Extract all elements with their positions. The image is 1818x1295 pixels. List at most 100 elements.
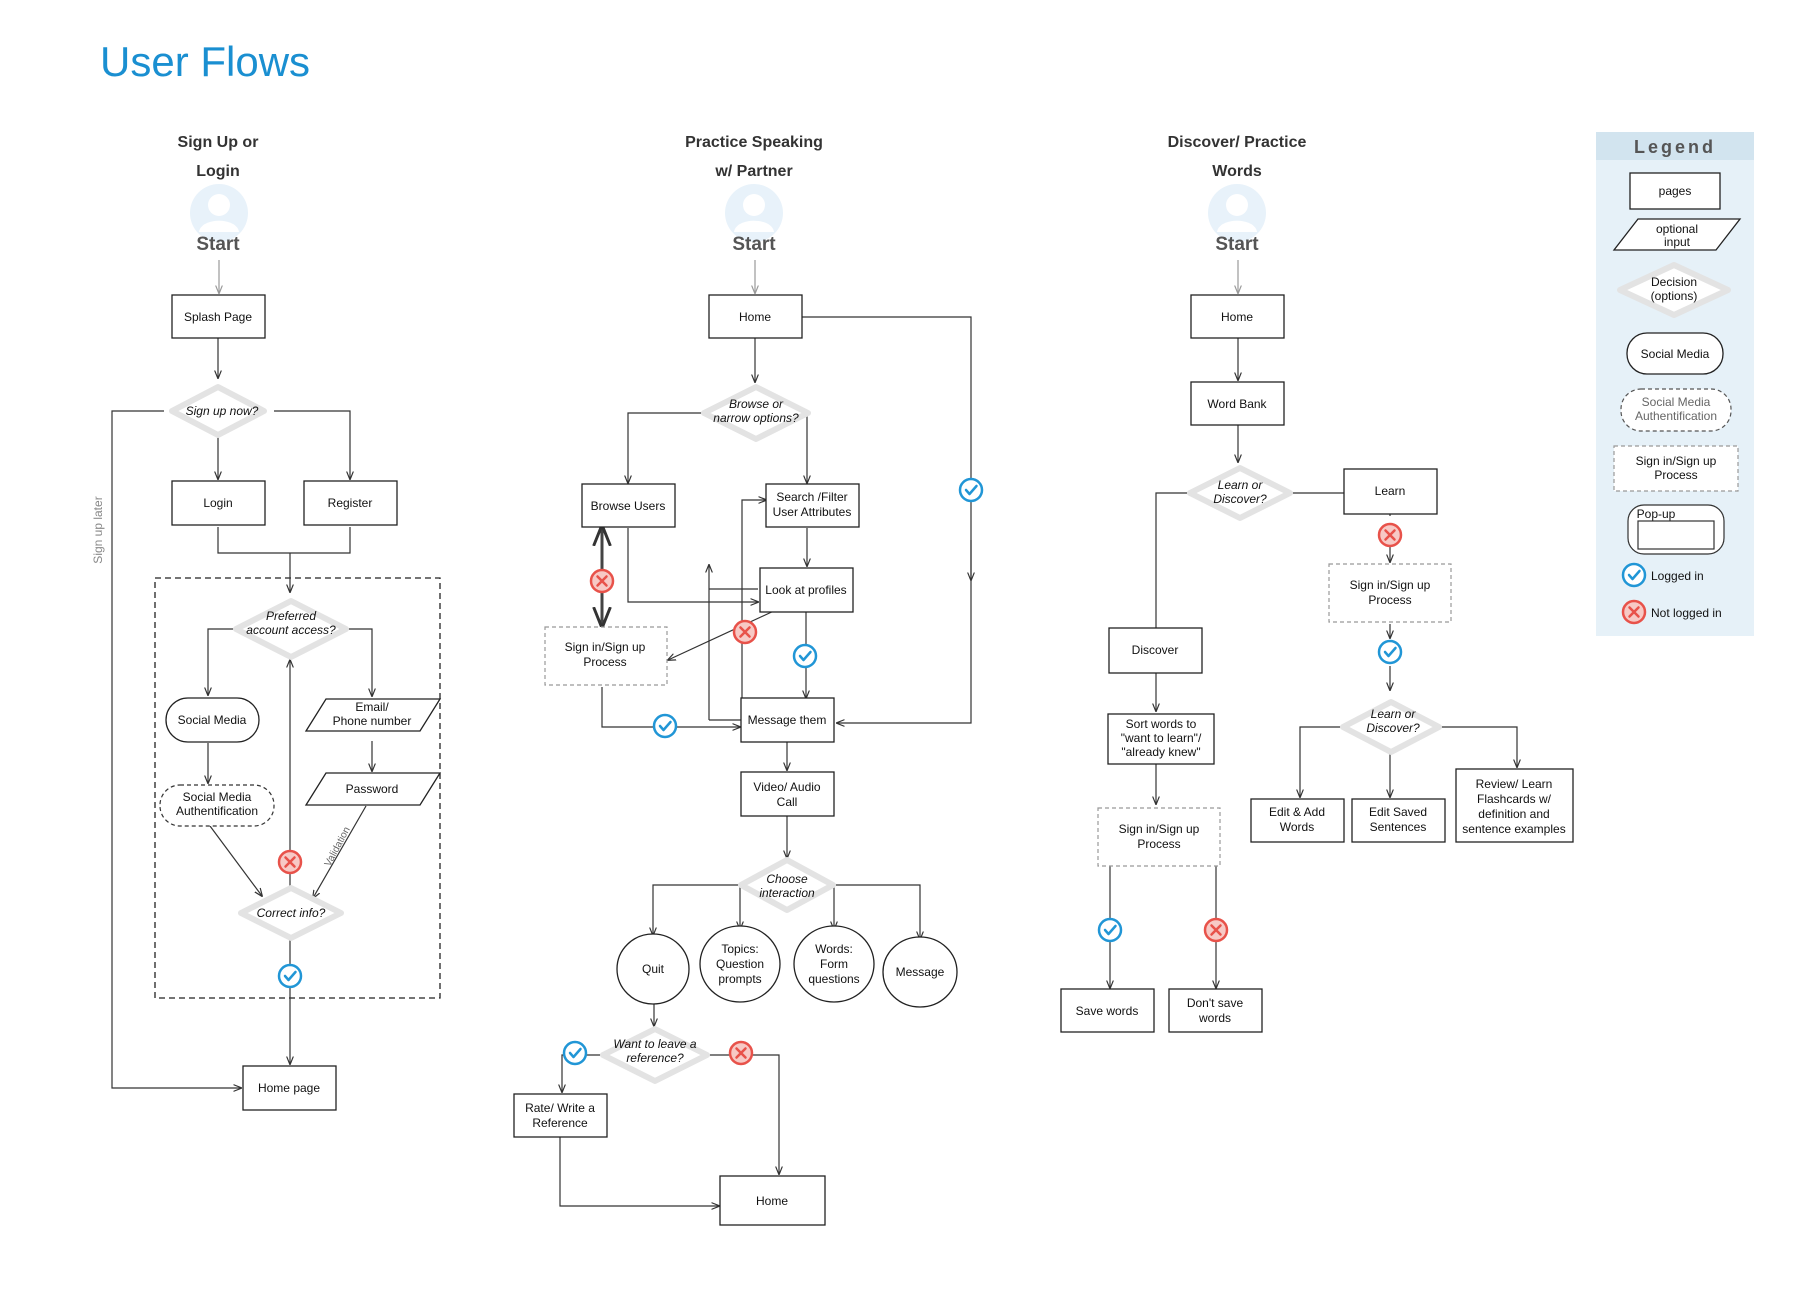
legend-not-logged-in: Not logged in — [1651, 606, 1722, 620]
check-circle-icon — [277, 963, 303, 989]
svg-text:Password: Password — [346, 782, 399, 796]
svg-text:"already knew": "already knew" — [1121, 745, 1200, 759]
x-circle-icon — [732, 619, 758, 645]
word-bank-node: Word Bank — [1190, 381, 1285, 426]
flow1-start-label: Start — [196, 234, 240, 255]
check-circle-icon — [958, 477, 984, 503]
x-circle-icon — [277, 849, 303, 875]
svg-text:Sign up now?: Sign up now? — [186, 404, 259, 418]
learn-or-discover-decision: Learn or Discover? — [1187, 465, 1293, 521]
svg-text:Topics:: Topics: — [721, 942, 758, 956]
svg-text:Decision: Decision — [1651, 275, 1697, 289]
svg-text:Look at profiles: Look at profiles — [765, 583, 846, 597]
svg-text:Social Media: Social Media — [1642, 395, 1711, 409]
svg-text:Splash Page: Splash Page — [184, 310, 252, 324]
check-circle-icon — [1097, 917, 1123, 943]
flow1-heading-line2: Login — [196, 163, 240, 180]
flow3-heading-line2: Words — [1212, 163, 1262, 180]
svg-text:Email/: Email/ — [355, 700, 389, 714]
svg-text:Choose: Choose — [766, 872, 808, 886]
svg-text:Save words: Save words — [1076, 1004, 1139, 1018]
svg-text:(options): (options) — [1651, 289, 1698, 303]
svg-text:Search /Filter: Search /Filter — [776, 490, 847, 504]
svg-text:Word Bank: Word Bank — [1207, 397, 1267, 411]
discover-node: Discover — [1108, 627, 1203, 674]
svg-text:pages: pages — [1659, 184, 1692, 198]
svg-text:words: words — [1198, 1011, 1231, 1025]
message-node: Message — [882, 936, 958, 1008]
flow-practice-speaking: Practice Speaking w/ Partner Start — [513, 134, 984, 1226]
flow2-heading-line1: Practice Speaking — [685, 134, 823, 151]
svg-text:account access?: account access? — [246, 623, 336, 637]
svg-text:Process: Process — [1654, 468, 1697, 482]
review-flashcards-node: Review/ Learn Flashcards w/ definition a… — [1455, 768, 1574, 843]
svg-text:Discover?: Discover? — [1213, 492, 1267, 506]
register-node: Register — [303, 480, 398, 526]
svg-text:Home: Home — [1221, 310, 1253, 324]
svg-text:Social Media: Social Media — [178, 713, 247, 727]
edit-add-words-node: Edit & Add Words — [1250, 798, 1345, 843]
svg-text:Pop-up: Pop-up — [1637, 507, 1676, 521]
browse-users-node: Browse Users — [581, 483, 676, 528]
home-end-node: Home — [719, 1175, 826, 1226]
x-circle-icon — [728, 1040, 754, 1066]
x-circle-icon — [1621, 599, 1647, 625]
svg-text:Discover?: Discover? — [1366, 721, 1420, 735]
save-words-node: Save words — [1060, 988, 1155, 1033]
svg-text:Sign in/Sign up: Sign in/Sign up — [1636, 454, 1717, 468]
look-at-profiles-node: Look at profiles — [759, 567, 854, 613]
svg-text:Process: Process — [1137, 837, 1180, 851]
svg-text:Want to leave a: Want to leave a — [613, 1037, 696, 1051]
svg-text:Home: Home — [756, 1194, 788, 1208]
email-phone-input: Email/ Phone number — [304, 698, 442, 732]
browse-narrow-decision: Browse or narrow options? — [701, 384, 811, 442]
home-page-node: Home page — [242, 1065, 337, 1111]
svg-text:Words:: Words: — [815, 942, 853, 956]
svg-text:Home: Home — [739, 310, 771, 324]
dont-save-words-node: Don't save words — [1168, 988, 1263, 1033]
svg-text:Sentences: Sentences — [1370, 820, 1427, 834]
legend-title: Legend — [1634, 137, 1716, 157]
svg-text:Review/ Learn: Review/ Learn — [1476, 777, 1553, 791]
login-node: Login — [171, 480, 266, 526]
discover-signin-process-node: Sign in/Sign up Process — [1097, 807, 1221, 867]
svg-text:reference?: reference? — [626, 1051, 684, 1065]
x-circle-icon — [1203, 917, 1229, 943]
legend-panel: Legend pages optional input Decision (op… — [1596, 132, 1754, 636]
svg-text:questions: questions — [808, 972, 859, 986]
sm-auth-node: Social Media Authentification — [159, 784, 275, 827]
svg-text:Process: Process — [1368, 593, 1411, 607]
svg-text:Rate/ Write a: Rate/ Write a — [525, 1101, 595, 1115]
svg-text:Process: Process — [583, 655, 626, 669]
legend-social-media: Social Media — [1626, 332, 1724, 375]
svg-text:Authentification: Authentification — [1635, 409, 1717, 423]
learn-signin-process-node: Sign in/Sign up Process — [1328, 563, 1452, 623]
words-node: Words: Form questions — [793, 925, 875, 1003]
svg-text:Words: Words — [1280, 820, 1314, 834]
svg-text:Learn: Learn — [1375, 484, 1406, 498]
svg-text:"want to learn"/: "want to learn"/ — [1121, 731, 1202, 745]
check-circle-icon — [792, 643, 818, 669]
quit-node: Quit — [616, 933, 690, 1005]
svg-text:Reference: Reference — [532, 1116, 588, 1130]
x-circle-icon — [1377, 522, 1403, 548]
legend-signin-process: Sign in/Sign up Process — [1613, 445, 1739, 492]
check-circle-icon — [1377, 639, 1403, 665]
social-media-node: Social Media — [165, 697, 260, 743]
svg-text:Sign in/Sign up: Sign in/Sign up — [1119, 822, 1200, 836]
sort-words-node: Sort words to "want to learn"/ "already … — [1107, 713, 1215, 765]
svg-text:Preferred: Preferred — [266, 609, 316, 623]
home-node: Home — [1190, 294, 1285, 339]
correct-info-decision: Correct info? — [238, 885, 344, 941]
svg-text:Register: Register — [328, 496, 373, 510]
svg-text:Phone number: Phone number — [333, 714, 412, 728]
svg-text:Message them: Message them — [748, 713, 827, 727]
svg-text:interaction: interaction — [759, 886, 815, 900]
svg-text:Quit: Quit — [642, 962, 665, 976]
check-circle-icon — [562, 1040, 588, 1066]
svg-text:Social Media: Social Media — [1641, 347, 1710, 361]
svg-text:Sign in/Sign up: Sign in/Sign up — [565, 640, 646, 654]
flow2-start-label: Start — [732, 234, 776, 255]
splash-page-node: Splash Page — [171, 294, 266, 339]
